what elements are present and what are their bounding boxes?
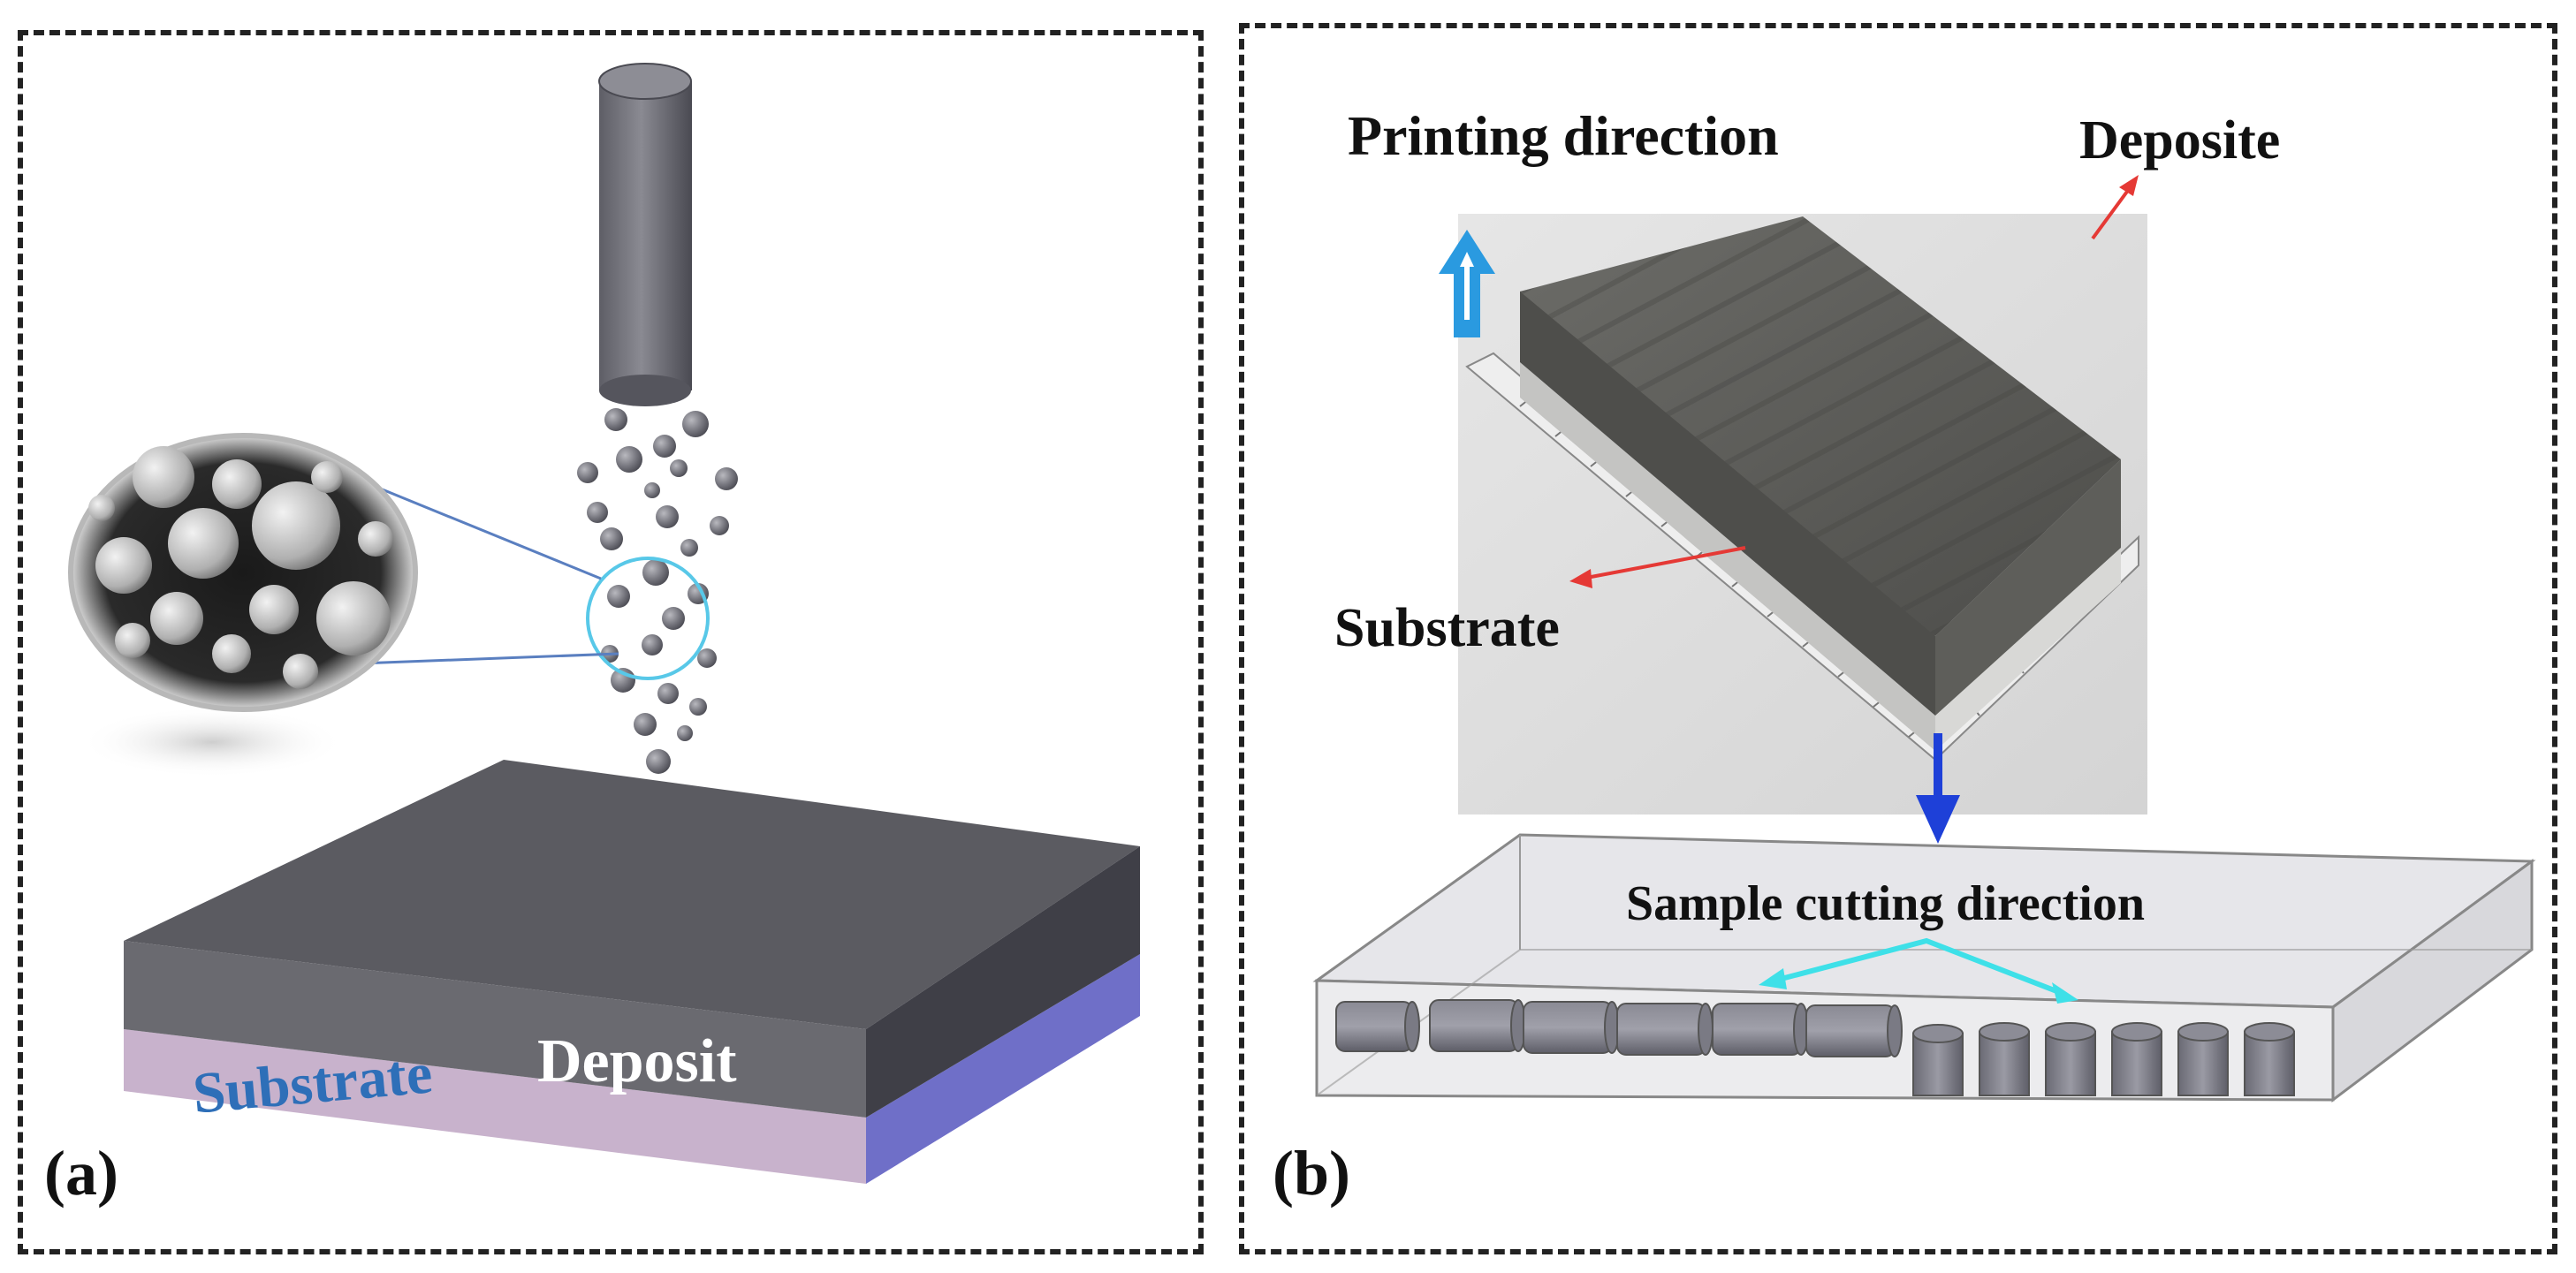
nozzle xyxy=(598,63,692,406)
vertical-samples xyxy=(1912,1022,2295,1096)
cutting-transfer-arrow xyxy=(1916,733,1960,844)
magnifier-shadow xyxy=(80,707,345,777)
sem-powder-inset xyxy=(68,433,418,712)
deposite-pointer-arrow xyxy=(2091,175,2139,240)
cutting-direction-arrows xyxy=(1759,937,2078,1004)
substrate-label-b: Substrate xyxy=(1334,598,1560,658)
deposit-slab-a xyxy=(124,760,1140,1118)
panel-b-label: (b) xyxy=(1273,1138,1350,1209)
printing-direction-label: Printing direction xyxy=(1348,104,1779,167)
powder-particles xyxy=(577,408,738,774)
nozzle-label: Nozzle xyxy=(508,203,568,359)
deposit-photo xyxy=(1458,214,2147,815)
panel-a-graphic xyxy=(68,63,1140,1184)
substrate-slab-a xyxy=(124,954,1140,1184)
panel-b-frame xyxy=(1239,23,2557,1254)
horizontal-samples xyxy=(1335,999,1903,1057)
deposite-label: Deposite xyxy=(2079,110,2281,170)
magnifier-focus-circle xyxy=(586,557,710,680)
panel-a-frame xyxy=(18,30,1204,1254)
panel-a-label: (a) xyxy=(44,1138,118,1209)
deposit-label: Deposit xyxy=(537,1027,737,1095)
printing-direction-arrow xyxy=(1439,230,1495,337)
substrate-pointer-arrow xyxy=(1569,546,1746,588)
magnifier-line-lower xyxy=(335,652,619,666)
sample-cutting-label: Sample cutting direction xyxy=(1626,876,2145,931)
panel-b-graphic xyxy=(1312,175,2536,1103)
